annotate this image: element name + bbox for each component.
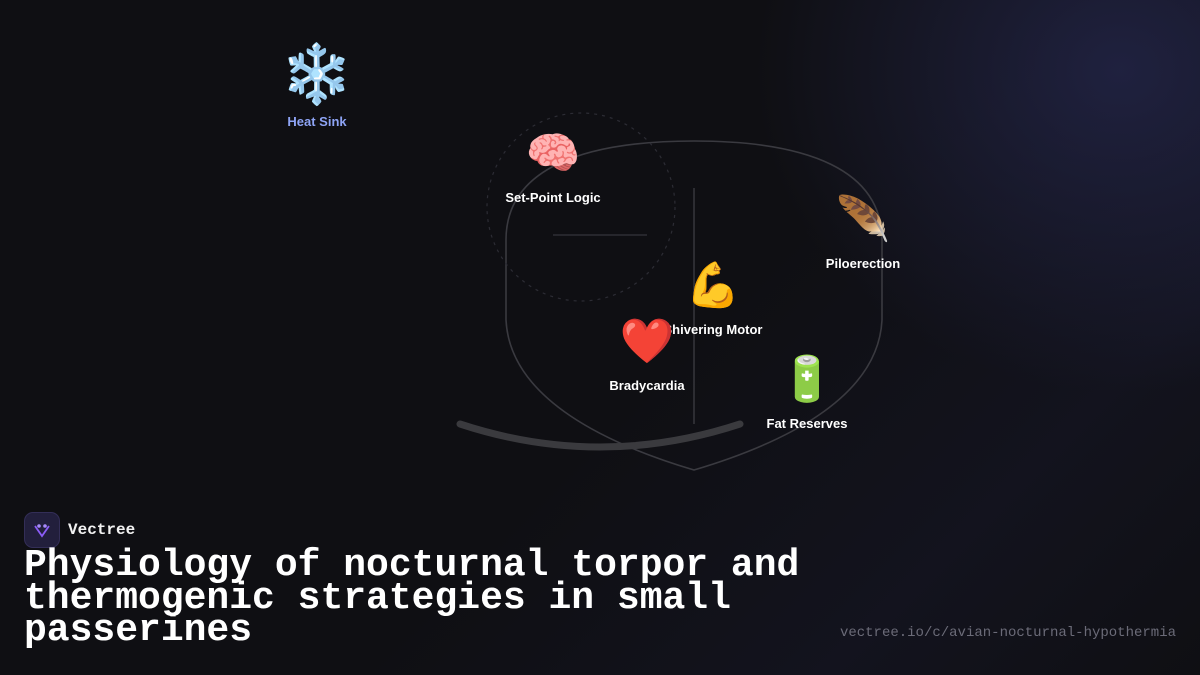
node-label: Fat Reserves <box>766 416 848 431</box>
node-label: Set-Point Logic <box>505 190 601 205</box>
node-fat-reserves: 🔋 Fat Reserves <box>727 352 887 431</box>
perch-branch <box>456 420 744 451</box>
node-label: Shivering Motor <box>663 322 763 337</box>
red-heart-icon: ❤️ <box>619 316 675 367</box>
feather-icon: 🪶 <box>835 194 891 245</box>
node-piloerection: 🪶 Piloerection <box>783 192 943 271</box>
page-title: Physiology of nocturnal torpor and therm… <box>24 544 800 652</box>
brand[interactable]: Vectree <box>24 512 135 548</box>
node-shivering-motor: 💪 Shivering Motor <box>633 258 793 337</box>
node-bradycardia: ❤️ Bradycardia <box>567 314 727 393</box>
snowflake-icon: ❄️ <box>280 40 354 108</box>
node-heat-sink: ❄️ Heat Sink <box>237 42 397 129</box>
battery-icon: 🔋 <box>779 354 835 405</box>
node-label: Piloerection <box>825 256 901 271</box>
brain-region <box>486 112 676 302</box>
flexed-biceps-icon: 💪 <box>685 260 741 311</box>
brain-icon: 🧠 <box>525 128 581 179</box>
node-set-point-logic: 🧠 Set-Point Logic <box>473 126 633 205</box>
vectree-logo-icon <box>24 512 60 548</box>
node-label: Bradycardia <box>609 378 685 393</box>
body-outline <box>505 140 883 471</box>
node-label: Heat Sink <box>287 114 347 129</box>
brand-name: Vectree <box>68 521 136 539</box>
source-url[interactable]: vectree.io/c/avian-nocturnal-hypothermia <box>839 625 1176 641</box>
